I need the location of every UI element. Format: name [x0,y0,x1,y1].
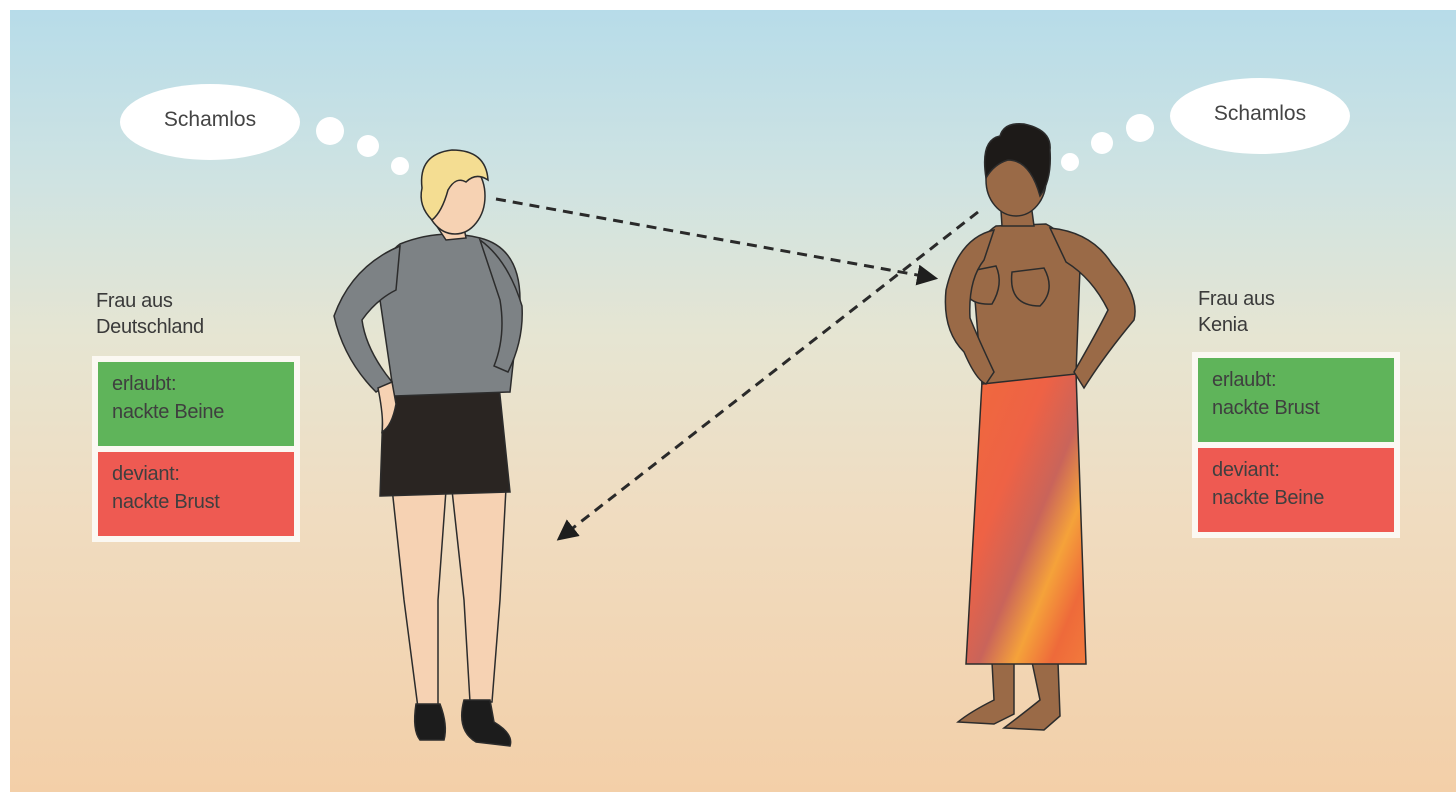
origin-line-2: Kenia [1198,312,1275,338]
origin-line-2: Deutschland [96,314,204,340]
allowed-cell-kenya: erlaubt: nackte Brust [1198,358,1394,442]
gaze-arrow-right-to-left [560,212,978,538]
allowed-cell-germany: erlaubt: nackte Beine [98,362,294,446]
origin-label-kenya: Frau aus Kenia [1198,286,1275,338]
woman-germany-figure [334,150,522,746]
allowed-heading: erlaubt: [1212,366,1394,394]
thought-text-right: Schamlos [1190,102,1330,126]
deviant-cell-kenya: deviant: nackte Beine [1198,448,1394,532]
allowed-value: nackte Beine [112,398,294,426]
norm-box-germany: erlaubt: nackte Beine deviant: nackte Br… [92,356,300,542]
origin-line-1: Frau aus [1198,286,1275,312]
allowed-value: nackte Brust [1212,394,1394,422]
deviant-heading: deviant: [1212,456,1394,484]
origin-label-germany: Frau aus Deutschland [96,288,204,340]
norm-box-kenya: erlaubt: nackte Brust deviant: nackte Be… [1192,352,1400,538]
deviant-value: nackte Brust [112,488,294,516]
deviant-value: nackte Beine [1212,484,1394,512]
thought-text-left: Schamlos [140,108,280,132]
deviant-heading: deviant: [112,460,294,488]
allowed-heading: erlaubt: [112,370,294,398]
origin-line-1: Frau aus [96,288,204,314]
gaze-arrow-left-to-right [496,199,934,278]
deviant-cell-germany: deviant: nackte Brust [98,452,294,536]
